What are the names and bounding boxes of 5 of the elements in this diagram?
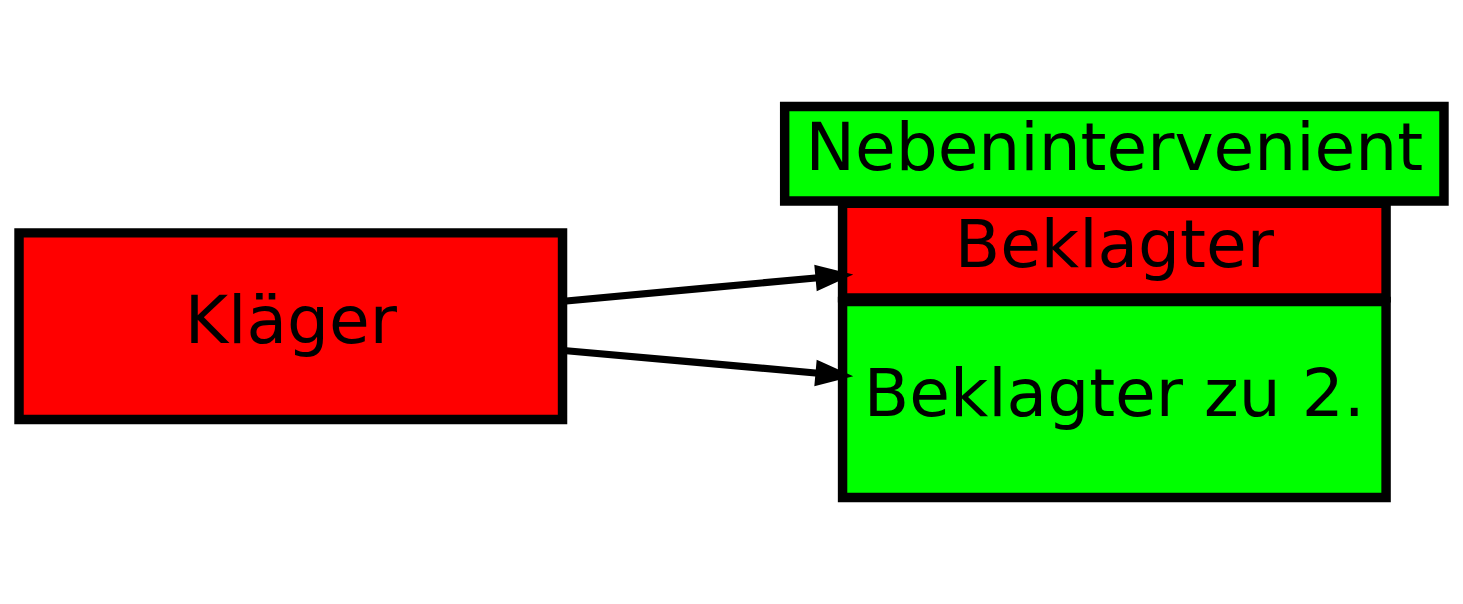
arrow xyxy=(563,264,854,305)
node-box: Beklagter zu 2. xyxy=(837,296,1391,503)
node-box: Nebenintervenient xyxy=(779,101,1449,206)
node-box: Kläger xyxy=(14,228,568,425)
arrow xyxy=(563,346,854,387)
